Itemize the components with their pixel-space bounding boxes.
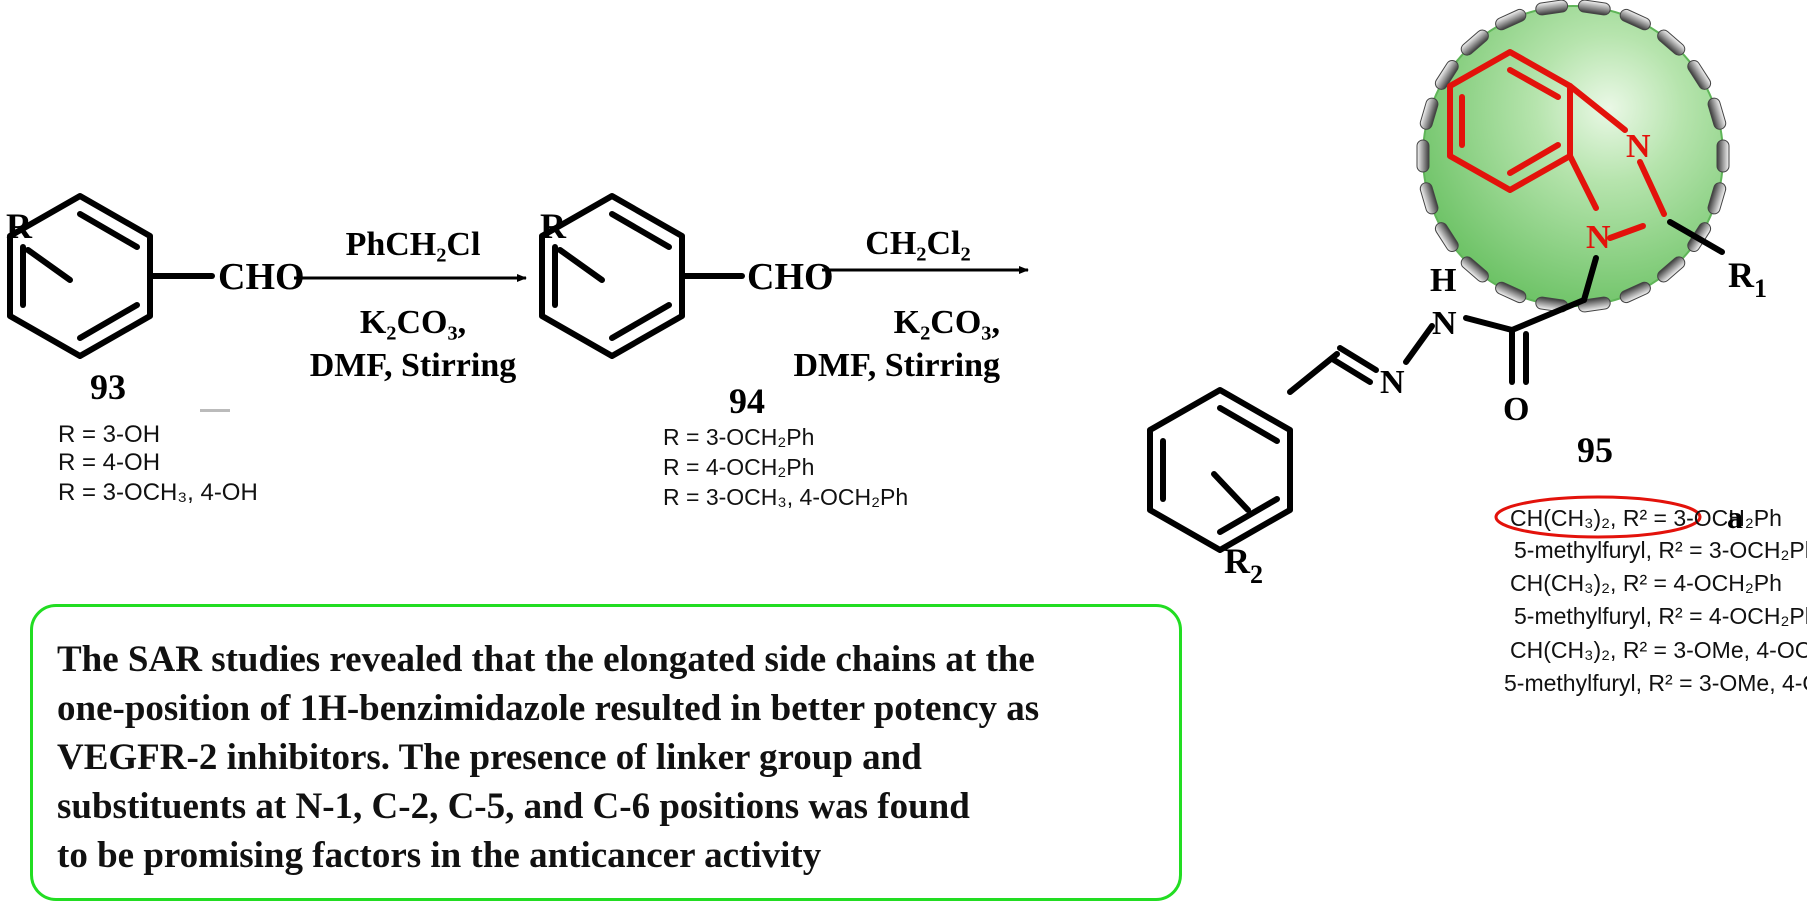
step-1-reagent-middle: K₂CO₃, (360, 304, 466, 341)
step-1-reagent-bottom: DMF, Stirring (310, 347, 517, 384)
aryl-double-bond (1217, 405, 1280, 444)
benzimidazole-double-bond (1507, 67, 1561, 100)
compound-93-cho-label: CHO (218, 256, 305, 298)
compound-93-double-bond (77, 302, 140, 341)
compound-94-double-bond (609, 302, 672, 341)
imidazole-bond (1567, 153, 1599, 211)
sphere-segment (1460, 256, 1489, 283)
compound-95-structure: N N R1 O H N N R2 95 (1147, 49, 1767, 589)
carbonyl-o-label: O (1503, 391, 1529, 428)
carbonyl-nh-bond (1463, 315, 1515, 333)
benzimidazole-double-bond (1507, 142, 1561, 176)
compound-93-double-bond (77, 211, 140, 250)
sphere-segment (1657, 256, 1686, 283)
sar-note-box: The SAR studies revealed that the elonga… (30, 604, 1182, 901)
compound-94-cho-label: CHO (747, 256, 834, 298)
imine-double-bond (1337, 345, 1379, 373)
imidazole-bond (1607, 223, 1646, 241)
ch2-carbonyl-bond (1509, 297, 1587, 333)
compound-94-benzene-ring (539, 193, 685, 359)
compound-95-substituent: 5-methylfuryl, R² = 3-OMe, 4-OCH₂P (1504, 670, 1807, 696)
sphere-segment (1495, 8, 1527, 31)
step-2-reagent-top: CH₂Cl₂ (865, 225, 970, 262)
sphere-segment (1716, 139, 1730, 173)
compound-95-substituent: CH(CH₃)₂, R² = 3-OMe, 4-OCH₂Ph (1510, 637, 1807, 663)
imidazole-double-bond (1637, 159, 1667, 217)
compound-93-structure: R CHO 93 (6, 193, 305, 412)
sphere-segment (1619, 8, 1651, 31)
compound-93-r-bond (25, 247, 73, 283)
compound-93-substituent: R = 4-OH (58, 449, 160, 476)
sphere-segment (1495, 281, 1527, 304)
reaction-step-1: PhCH₂Cl K₂CO₃, DMF, Stirring (294, 226, 527, 384)
sphere-segment (1419, 182, 1439, 215)
aryl-benzene-ring (1147, 387, 1293, 553)
compound-93-substituent: R = 3-OCH₃, 4-OH (58, 479, 258, 506)
compound-94-substituent: R = 4-OCH₂Ph (663, 454, 814, 480)
sphere-segment (1687, 59, 1712, 90)
sphere-segment (1577, 0, 1611, 16)
ch-aryl-bond (1287, 351, 1340, 395)
n1-ch2-bond (1581, 255, 1599, 303)
compound-94-double-bond (609, 211, 672, 250)
sphere-segment (1535, 0, 1569, 16)
compound-93-benzene-ring (7, 193, 153, 359)
compound-94-substituent-list: R = 3-OCH₂Ph R = 4-OCH₂Ph R = 3-OCH₃, 4-… (663, 424, 908, 510)
r1-label: R1 (1728, 255, 1767, 303)
compound-95-number: 95 (1577, 430, 1613, 470)
sphere-segment (1434, 59, 1459, 90)
sphere-segment (1434, 222, 1459, 253)
compound-95-substituent: 5-methylfuryl, R² = 4-OCH₂Ph (1514, 603, 1807, 629)
sphere-segment (1707, 97, 1727, 130)
compound-95-substituent-list: CH(CH₃)₂, R² = 3-OCH₂Ph a 5-methylfuryl,… (1494, 495, 1807, 696)
compound-93-substituent: R = 3-OH (58, 421, 160, 448)
amide-n-label: N (1432, 305, 1457, 342)
r1-bond (1667, 219, 1725, 255)
sphere-segment (1619, 281, 1651, 304)
compound-95-substituent: CH(CH₃)₂, R² = 4-OCH₂Ph (1510, 570, 1782, 596)
sphere-segment (1707, 182, 1727, 215)
compound-94-r-bond (557, 247, 605, 283)
compound-93-r-label: R (6, 206, 33, 246)
step-2-reagent-bottom: DMF, Stirring (793, 347, 1000, 384)
sar-note-text: The SAR studies revealed that the elonga… (57, 639, 1040, 876)
reaction-step-2: CH₂Cl₂ K₂CO₃, DMF, Stirring (793, 225, 1029, 384)
compound-95-substituent: 5-methylfuryl, R² = 3-OCH₂Ph (1514, 537, 1807, 563)
nh-n-bond (1403, 323, 1435, 365)
sphere-segment (1460, 29, 1489, 56)
highlight-oval (1494, 495, 1702, 539)
r2-label: R2 (1224, 541, 1263, 589)
imidazole-n3-label: N (1626, 128, 1651, 165)
r2-bond (1211, 471, 1251, 513)
compound-94-structure: R CHO 94 (539, 193, 834, 421)
imine-double-bond (1331, 357, 1373, 385)
step-2-reagent-middle: K₂CO₃, (894, 304, 1000, 341)
compound-94-substituent: R = 3-OCH₃, 4-OCH₂Ph (663, 484, 908, 510)
sphere-segment (1419, 97, 1439, 130)
scan-dash (200, 409, 230, 412)
step-1-reagent-top: PhCH₂Cl (346, 226, 481, 263)
sphere-segment (1416, 139, 1430, 173)
compound-95-substituent: CH(CH₃)₂, R² = 3-OCH₂Ph (1510, 505, 1782, 531)
sphere-segment (1657, 29, 1686, 56)
compound-94-r-label: R (540, 206, 567, 246)
compound-93-substituent-list: R = 3-OH R = 4-OH R = 3-OCH₃, 4-OH (58, 421, 258, 506)
highlight-marker-a: a (1727, 499, 1743, 535)
compound-94-substituent: R = 3-OCH₂Ph (663, 424, 814, 450)
imine-n-label: N (1380, 364, 1405, 401)
amide-h-label: H (1430, 262, 1456, 299)
imidazole-bond (1567, 83, 1628, 133)
compound-93-number: 93 (90, 367, 126, 407)
compound-94-number: 94 (729, 381, 765, 421)
aryl-double-bond (1217, 496, 1280, 535)
imidazole-n1-label: N (1586, 219, 1611, 256)
